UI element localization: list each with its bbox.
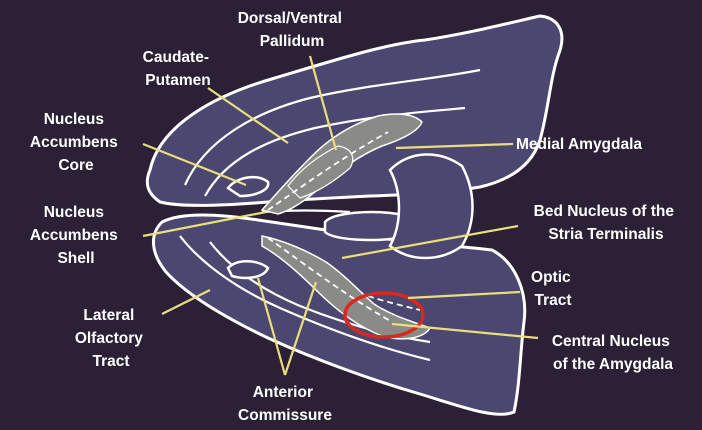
label-dorsal-ventral-pallidum: Dorsal/Ventral Pallidum: [238, 10, 347, 50]
label-bed-nucleus: Bed Nucleus of the Stria Terminalis: [534, 203, 679, 243]
label-medial-amygdala: Medial Amygdala: [516, 136, 642, 153]
label-optic-tract: Optic Tract: [531, 269, 575, 309]
label-lateral-olfactory-tract: Lateral Olfactory Tract: [75, 307, 147, 370]
label-nucleus-accumbens-shell: Nucleus Accumbens Shell: [30, 204, 122, 267]
label-central-nucleus: Central Nucleus of the Amygdala: [552, 333, 674, 373]
cortex-upper-lobe: [147, 16, 562, 206]
label-anterior-commissure: Anterior Commissure: [238, 384, 332, 424]
cortex-lower-lobe: [153, 215, 524, 414]
label-caudate-putamen: Caudate- Putamen: [143, 49, 214, 89]
label-nucleus-accumbens-core: Nucleus Accumbens Core: [30, 111, 122, 174]
